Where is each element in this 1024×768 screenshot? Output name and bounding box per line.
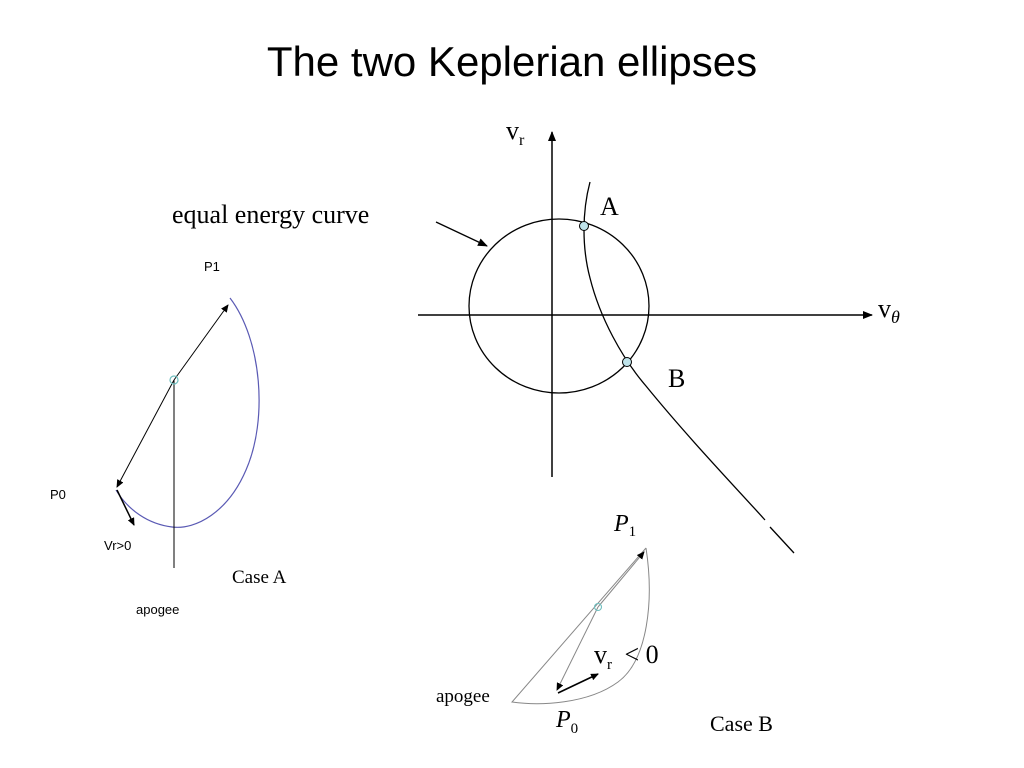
vr-axis-label-sub: r bbox=[519, 132, 525, 149]
point-a-label: A bbox=[600, 192, 619, 221]
slide-title: The two Keplerian ellipses bbox=[266, 38, 758, 85]
case-a-focus-marker bbox=[169, 375, 179, 385]
constant-momentum-curve bbox=[583, 181, 766, 521]
case-b-arrow-to-p1 bbox=[597, 551, 645, 608]
phase-plane bbox=[418, 131, 873, 554]
intersection-marker-a bbox=[579, 221, 589, 231]
case-b-p1-label: P1 bbox=[614, 512, 636, 540]
case-b-p0-label: P0 bbox=[556, 708, 578, 737]
case-a-caption: Case A bbox=[232, 567, 287, 588]
case-a-diagram bbox=[115, 297, 260, 568]
case-a-p1-label: P1 bbox=[204, 259, 220, 274]
case-a-p0-label: P0 bbox=[50, 487, 66, 502]
case-a-vr-label: Vr>0 bbox=[104, 538, 132, 553]
vtheta-axis-label-sub: θ bbox=[891, 307, 900, 327]
case-a-apogee-label: apogee bbox=[136, 602, 180, 617]
case-b-focus-marker bbox=[593, 602, 603, 612]
case-b-vr-label-sub: r bbox=[607, 657, 612, 673]
vr-axis-label: vr bbox=[506, 118, 524, 149]
case-b-apogee-label: apogee bbox=[436, 686, 490, 707]
equal-energy-circle bbox=[468, 218, 650, 394]
vtheta-axis-label-main: v bbox=[878, 294, 891, 323]
point-b-label: B bbox=[668, 364, 686, 393]
constant-momentum-curve-tail bbox=[769, 526, 795, 554]
case-a-arrow-to-p1 bbox=[173, 304, 229, 381]
case-b-p0-label-main: P bbox=[556, 707, 571, 733]
curve-label-pointer bbox=[435, 221, 488, 247]
case-a-velocity-arrow bbox=[116, 489, 135, 526]
equal-energy-curve-label: equal energy curve bbox=[172, 200, 370, 229]
case-b-velocity-arrow bbox=[557, 673, 599, 694]
vtheta-axis-label: vθ bbox=[878, 294, 900, 327]
case-b-p0-label-sub: 0 bbox=[570, 721, 579, 737]
case-b-vr-label-main: v bbox=[594, 640, 607, 669]
case-b-orbit bbox=[511, 547, 650, 705]
vr-axis-label-main: v bbox=[506, 116, 519, 145]
intersection-marker-b bbox=[622, 357, 632, 367]
case-b-line-focus-to-p0 bbox=[556, 606, 599, 691]
case-b-p1-label-sub: 1 bbox=[628, 524, 637, 540]
case-b-caption: Case B bbox=[710, 711, 773, 736]
case-b-p1-label-main: P bbox=[614, 511, 629, 537]
case-a-orbit bbox=[115, 297, 260, 528]
case-a-arrow-to-p0 bbox=[116, 379, 175, 488]
case-b-vr-label: vr < 0 bbox=[594, 642, 659, 673]
case-b-diagram bbox=[511, 547, 650, 705]
case-b-vr-label-relation: < 0 bbox=[624, 640, 659, 669]
